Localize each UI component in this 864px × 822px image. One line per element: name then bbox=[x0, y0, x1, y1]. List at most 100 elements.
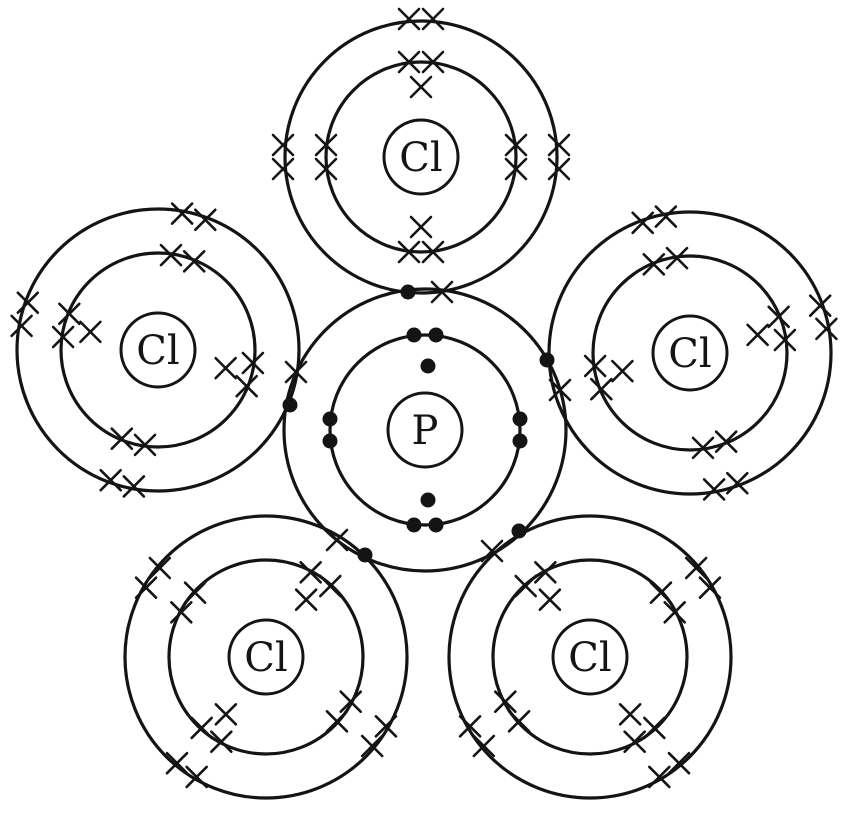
cl-bottom-left-atom-shell-middle bbox=[167, 558, 365, 756]
p-shell2-pair-right-a bbox=[512, 411, 528, 427]
cl-top-shell3-pair-b bbox=[547, 157, 571, 181]
shared-pair-left-dot bbox=[282, 397, 298, 413]
shared-pair-bottom-right-cross bbox=[480, 539, 504, 563]
cl-right-atom-nucleus bbox=[651, 314, 729, 392]
p-shell1-electron bbox=[420, 492, 436, 508]
cl-bottom-left-shell3-pair-a bbox=[134, 576, 158, 599]
cl-left-shell2-pair-a bbox=[159, 243, 183, 267]
cl-left-shell2-pair-b bbox=[182, 250, 206, 273]
cl-bottom-left-shell2-pair-a bbox=[169, 601, 193, 624]
cl-top-shell3-pair-a bbox=[397, 7, 421, 31]
cl-left-shell2-pair-b bbox=[58, 302, 81, 326]
cl-bottom-left-atom: Cl bbox=[123, 514, 409, 800]
cl-right-shell1-electron bbox=[611, 359, 634, 383]
cl-bottom-left-shell2-pair-a bbox=[299, 560, 322, 584]
cl-bottom-left-shell2-pair-b bbox=[325, 710, 349, 733]
cl-left-shell2-pair-a bbox=[51, 325, 75, 349]
phosphorus-atom-nucleus bbox=[386, 391, 464, 469]
phosphorus-atom: P bbox=[282, 287, 568, 573]
cl-top-shell1-electron bbox=[409, 215, 433, 239]
cl-top-shell2-pair-b bbox=[314, 133, 338, 157]
cl-right-shell3-pair-b bbox=[815, 317, 838, 341]
cl-bottom-right-atom-symbol: Cl bbox=[568, 635, 611, 681]
cl-right-shell3-pair-a bbox=[808, 294, 832, 317]
cl-bottom-right-shell2-pair-b bbox=[623, 730, 646, 754]
cl-right-shell3-pair-a bbox=[631, 211, 654, 235]
cl-bottom-right-shell2-pair-a bbox=[643, 716, 666, 740]
shared-pair-top-dot bbox=[400, 284, 416, 300]
shared-pair-left-cross bbox=[284, 360, 308, 384]
cl-bottom-left-shell3-pair-a bbox=[185, 765, 208, 789]
cl-bottom-right-shell2-pair-a bbox=[649, 581, 673, 604]
cl-bottom-left-shell3-pair-b bbox=[165, 751, 189, 775]
cl-left-atom-symbol: Cl bbox=[136, 328, 179, 374]
cl-left-shell1-electron bbox=[79, 320, 102, 344]
cl-right-shell2-pair-b bbox=[691, 436, 715, 460]
cl-top-atom-shell-middle bbox=[324, 60, 518, 254]
shared-pair-bottom-left-dot bbox=[357, 547, 373, 563]
cl-left-shell3-pair-b bbox=[194, 208, 217, 232]
shared-pair-bottom-right-dot bbox=[511, 523, 527, 539]
cl-top-shell3-pair-a bbox=[547, 133, 571, 157]
cl-right-shell3-pair-b bbox=[702, 478, 726, 501]
cl-top-shell2-pair-b bbox=[397, 240, 421, 264]
cl-right-shell2-pair-a bbox=[642, 253, 666, 276]
p-shell2-pair-left-a bbox=[322, 433, 338, 449]
p-shell1-electron bbox=[420, 358, 436, 374]
cl-right-shell2-pair-b bbox=[583, 354, 607, 378]
cl-left-atom-shell-middle bbox=[59, 251, 257, 449]
cl-left-shell3-pair-b bbox=[99, 468, 122, 492]
cl-bottom-right-shell2-pair-b bbox=[663, 601, 687, 624]
cl-top-shell2-pair-a bbox=[421, 240, 445, 264]
p-shell2-pair-bottom-b bbox=[406, 517, 422, 533]
cl-left-shell2-pair-a bbox=[241, 351, 265, 375]
cl-bottom-right-shell3-pair-a bbox=[472, 734, 496, 758]
shared-pair-right-dot bbox=[539, 352, 555, 368]
cl-left-atom-shell-outer bbox=[15, 207, 301, 493]
cl-bottom-right-shell2-pair-b bbox=[493, 690, 517, 713]
cl-top-shell3-pair-a bbox=[271, 157, 295, 181]
cl-right-shell3-pair-b bbox=[654, 205, 678, 228]
cl-right-shell2-pair-a bbox=[590, 377, 613, 401]
cl-top-shell2-pair-a bbox=[314, 157, 338, 181]
cl-bottom-left-shell2-pair-b bbox=[190, 716, 213, 740]
cl-top-shell2-pair-a bbox=[504, 133, 528, 157]
cl-bottom-left-shell3-pair-b bbox=[148, 556, 172, 580]
cl-right-atom-symbol: Cl bbox=[668, 331, 711, 377]
p-shell2-pair-right-b bbox=[512, 433, 528, 449]
cl-right-atom: Cl bbox=[547, 210, 833, 496]
cl-bottom-right-shell1-electron bbox=[618, 703, 642, 726]
cl-bottom-left-shell3-pair-a bbox=[374, 715, 398, 738]
cl-left-shell2-pair-b bbox=[235, 374, 258, 398]
cl-bottom-right-shell2-pair-a bbox=[514, 574, 537, 598]
cl-top-atom: Cl bbox=[283, 19, 559, 295]
cl-bottom-right-shell3-pair-b bbox=[698, 576, 722, 599]
cl-left-shell2-pair-a bbox=[133, 433, 157, 457]
cl-bottom-right-shell3-pair-a bbox=[684, 556, 708, 580]
cl-bottom-left-atom-shell-outer bbox=[123, 514, 409, 800]
cl-left-shell1-electron bbox=[214, 356, 237, 380]
cl-bottom-left-shell2-pair-a bbox=[339, 690, 363, 713]
cl-top-shell2-pair-b bbox=[421, 50, 445, 74]
cl-bottom-right-atom-shell-outer bbox=[447, 514, 733, 800]
p-shell2-pair-top-a bbox=[406, 327, 422, 343]
cl-right-shell1-electron bbox=[746, 323, 769, 347]
shared-pair-right-cross bbox=[548, 378, 572, 402]
cl-left-atom-nucleus bbox=[119, 311, 197, 389]
cl-bottom-right-shell1-electron bbox=[538, 588, 562, 611]
cl-right-atom-shell-middle bbox=[591, 254, 789, 452]
cl-top-atom-symbol: Cl bbox=[399, 135, 442, 181]
cl-bottom-left-atom-symbol: Cl bbox=[244, 635, 287, 681]
cl-bottom-left-shell3-pair-b bbox=[360, 734, 384, 758]
cl-left-atom: Cl bbox=[15, 207, 301, 493]
cl-bottom-right-shell3-pair-a bbox=[667, 751, 691, 775]
cl-left-shell2-pair-b bbox=[110, 427, 134, 450]
cl-bottom-right-atom-shell-middle bbox=[491, 558, 689, 756]
cl-top-shell1-electron bbox=[409, 75, 433, 99]
cl-left-shell3-pair-a bbox=[122, 475, 146, 498]
cl-bottom-left-shell1-electron bbox=[294, 588, 318, 611]
cl-bottom-right-shell2-pair-b bbox=[534, 560, 557, 584]
cl-bottom-right-shell2-pair-a bbox=[507, 710, 531, 733]
